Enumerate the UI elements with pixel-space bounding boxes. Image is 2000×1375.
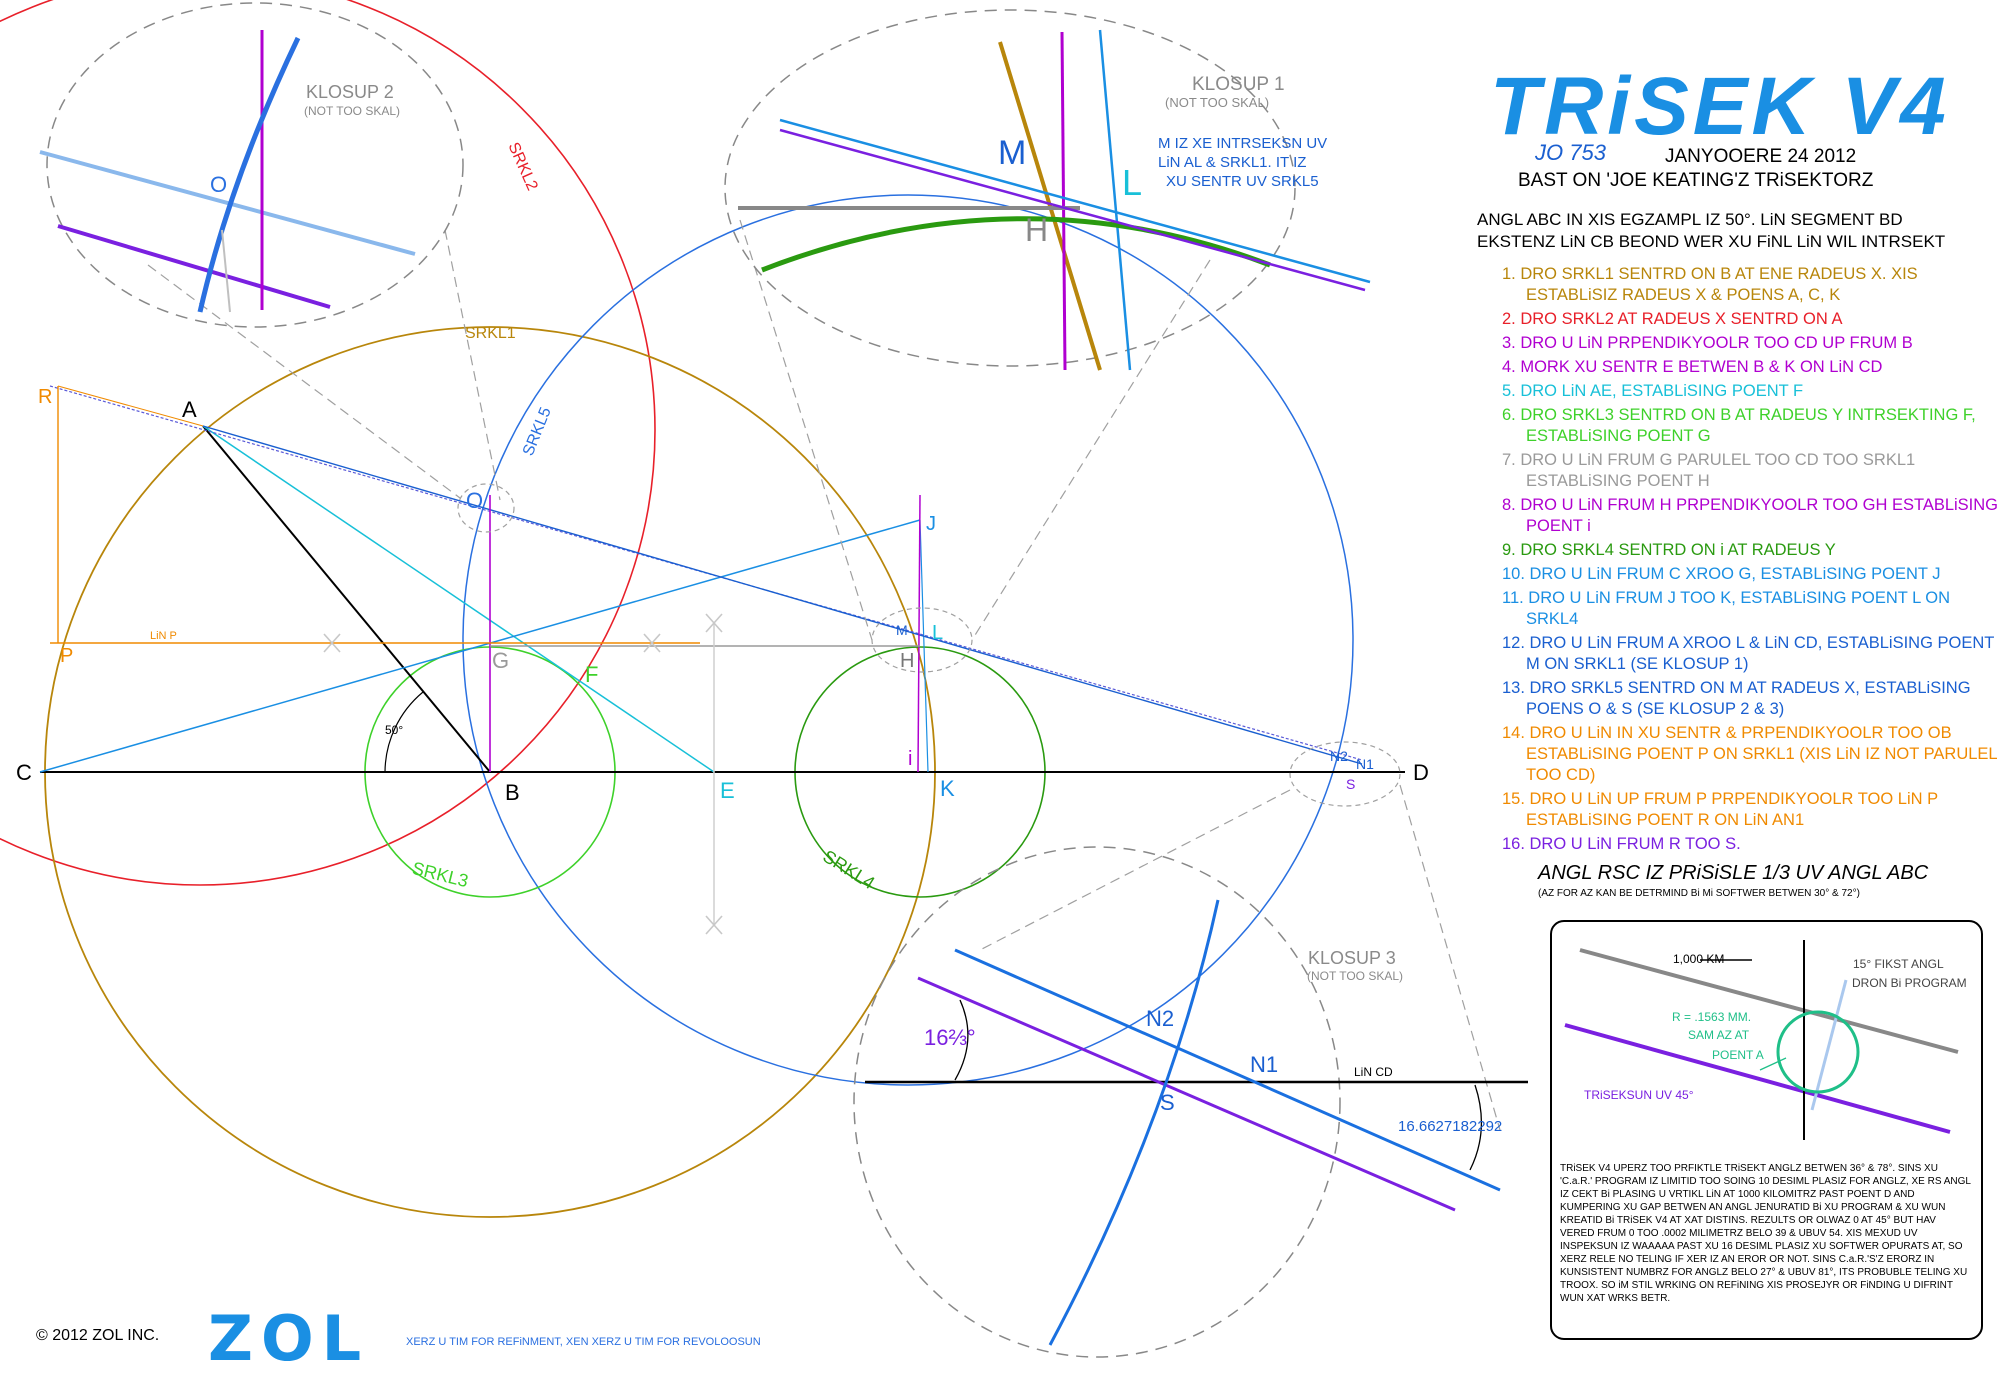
point-h-label: H <box>900 650 915 672</box>
inset-distance: 1,000 KM <box>1673 952 1725 966</box>
srkl2-circle <box>0 0 656 886</box>
point-n1-label: N1 <box>1356 756 1374 772</box>
line-al <box>202 425 1363 765</box>
document-date: JANYOOERE 24 2012 <box>1665 146 1857 167</box>
step-item: 6. DRO SRKL3 SENTRD ON B AT RADEUS Y INT… <box>1502 406 1976 445</box>
closeup-1-note-3: XU SENTR UV SRKL5 <box>1166 173 1319 190</box>
angle-50-label: 50° <box>385 723 404 737</box>
page-title: TRiSEK V4 <box>1490 61 1950 152</box>
closeup-3 <box>853 846 1528 1358</box>
closeup-3-n1: N1 <box>1250 1052 1279 1077</box>
lin-p-label: LiN P <box>150 630 177 642</box>
closeup-1-note-1: M IZ XE INTRSEKSN UV <box>1158 135 1328 152</box>
closeup-2-title: KLOSUP 2 <box>306 82 394 102</box>
point-p-label: P <box>60 645 74 667</box>
step-item: 8. DRO U LiN FRUM H PRPENDIKYOOLR TOO GH… <box>1502 496 1999 535</box>
inset-text: TRiSEK V4 UPERZ TOO PRFIKTLE TRiSEKT ANG… <box>1560 1163 1971 1304</box>
line-cj <box>39 519 921 773</box>
step-item: 11. DRO U LiN FRUM J TOO K, ESTABLiSING … <box>1502 589 1951 628</box>
point-g-label: G <box>492 648 510 673</box>
step-item: 5. DRO LiN AE, ESTABLiSING POENT F <box>1502 382 1804 400</box>
closeup-3-sub: (NOT TOO SKAL) <box>1307 969 1404 983</box>
closeup-1-title: KLOSUP 1 <box>1192 74 1285 95</box>
srkl1-label: SRKL1 <box>465 325 516 342</box>
point-s-label: S <box>1346 776 1356 792</box>
steps-list: 1. DRO SRKL1 SENTRD ON B AT ENE RADEUS X… <box>1502 264 2000 858</box>
step-item: 16. DRO U LiN FRUM R TOO S. <box>1502 835 1741 853</box>
slogan: XERZ U TIM FOR REFiNMENT, XEN XERZ U TIM… <box>406 1336 761 1348</box>
closeup-2-sub: (NOT TOO SKAL) <box>304 104 401 118</box>
point-j-label: J <box>926 513 936 535</box>
copyright: © 2012 ZOL INC. <box>36 1327 160 1344</box>
point-o-label: O <box>466 488 484 513</box>
closeup-3-n2: N2 <box>1146 1006 1175 1031</box>
line-jk <box>919 519 929 773</box>
based-on: BAST ON 'JOE KEATING'Z TRiSEKTORZ <box>1518 170 1874 191</box>
zoom2-marker <box>457 483 515 533</box>
inset-box <box>1550 920 1983 1340</box>
inset-drawing <box>1564 940 1959 1140</box>
inset-trisection: TRiSEKSUN UV 45° <box>1584 1088 1694 1102</box>
step-item: 10. DRO U LiN FRUM C XROO G, ESTABLiSING… <box>1502 565 1941 583</box>
point-e-label: E <box>720 778 735 803</box>
point-r-label: R <box>38 386 53 408</box>
point-d-label: D <box>1413 760 1429 785</box>
step-item: 15. DRO U LiN UP FRUM P PRPENDIKYOOLR TO… <box>1502 790 1938 829</box>
point-f-label: F <box>585 662 599 687</box>
closeup-1-sub: (NOT TOO SKAL) <box>1165 95 1270 110</box>
point-b-label: B <box>505 780 520 805</box>
step-item: 3. DRO U LiN PRPENDIKYOOLR TOO CD UP FRU… <box>1502 334 1913 352</box>
main-construction <box>0 0 1501 1218</box>
line-r-a <box>57 385 204 427</box>
intro-line-2: EKSTENZ LiN CB BEOND WER XU FiNL LiN WIL… <box>1477 232 1946 251</box>
conclusion-sub: (AZ FOR AZ KAN BE DETRMIND Bi Mi SOFTWER… <box>1538 888 1860 899</box>
conclusion: ANGL RSC IZ PRiSiSLE 1/3 UV ANGL ABC <box>1538 862 1929 884</box>
point-c-label: C <box>16 760 32 785</box>
closeup-1-h: H <box>1025 212 1049 248</box>
point-a-label: A <box>182 397 197 422</box>
closeup-2 <box>39 2 464 328</box>
step-item: 4. MORK XU SENTR E BETWEN B & K ON LiN C… <box>1502 358 1883 376</box>
step-item: 7. DRO U LiN FRUM G PARULEL TOO CD TOO S… <box>1502 451 1916 490</box>
document-id: JO 753 <box>1535 140 1606 165</box>
inset-point-a: POENT A <box>1712 1048 1764 1062</box>
zoom3-marker <box>1289 741 1401 807</box>
step-item: 2. DRO SRKL2 AT RADEUS X SENTRD ON A <box>1502 310 1843 328</box>
closeup-2-o: O <box>210 172 228 197</box>
perp-h <box>917 494 921 773</box>
point-m-label: M <box>896 622 908 638</box>
closeup-1-note-2: LiN AL & SRKL1. IT IZ <box>1158 154 1307 171</box>
closeup-1 <box>724 9 1371 371</box>
step-item: 1. DRO SRKL1 SENTRD ON B AT ENE RADEUS X… <box>1502 265 1918 304</box>
step-item: 14. DRO U LiN IN XU SENTR & PRPENDIKYOOL… <box>1502 724 1997 784</box>
closeup-1-l: L <box>1122 162 1143 203</box>
closeup-3-line-cd: LiN CD <box>1354 1065 1393 1079</box>
closeup-3-angle: 16⅔° <box>924 1025 976 1050</box>
inset-radius: R = .1563 MM. <box>1672 1010 1752 1024</box>
closeup-1-m: M <box>998 134 1027 172</box>
angle-arc-50 <box>384 691 424 773</box>
step-item: 13. DRO SRKL5 SENTRD ON M AT RADEUS X, E… <box>1502 679 1971 718</box>
closeup-3-title: KLOSUP 3 <box>1308 948 1396 968</box>
point-k-label: K <box>940 776 955 801</box>
intro-line-1: ANGL ABC IN XIS EGZAMPL IZ 50°. LiN SEGM… <box>1477 210 1903 229</box>
inset-fixed-angle: 15° FIKST ANGL <box>1853 957 1944 971</box>
point-n2-label: N2 <box>1330 748 1348 764</box>
srkl5-circle <box>462 194 1354 1086</box>
inset-drawn-by: DRON Bi PROGRAM <box>1852 976 1967 990</box>
line-ae <box>202 425 715 773</box>
zol-logo: ZOL <box>208 1302 370 1375</box>
step-item: 9. DRO SRKL4 SENTRD ON i AT RADEUS Y <box>1502 541 1836 559</box>
inset-same-as: SAM AZ AT <box>1688 1028 1750 1042</box>
point-i-label: i <box>908 748 913 770</box>
x-marks <box>323 613 723 935</box>
closeup-3-value: 16.6627182292 <box>1398 1118 1503 1135</box>
closeup-3-s: S <box>1160 1090 1175 1115</box>
point-l-label: L <box>932 622 944 644</box>
zoom-leaders <box>147 219 1501 1131</box>
step-item: 12. DRO U LiN FRUM A XROO L & LiN CD, ES… <box>1502 634 1995 673</box>
line-ab <box>202 425 491 773</box>
